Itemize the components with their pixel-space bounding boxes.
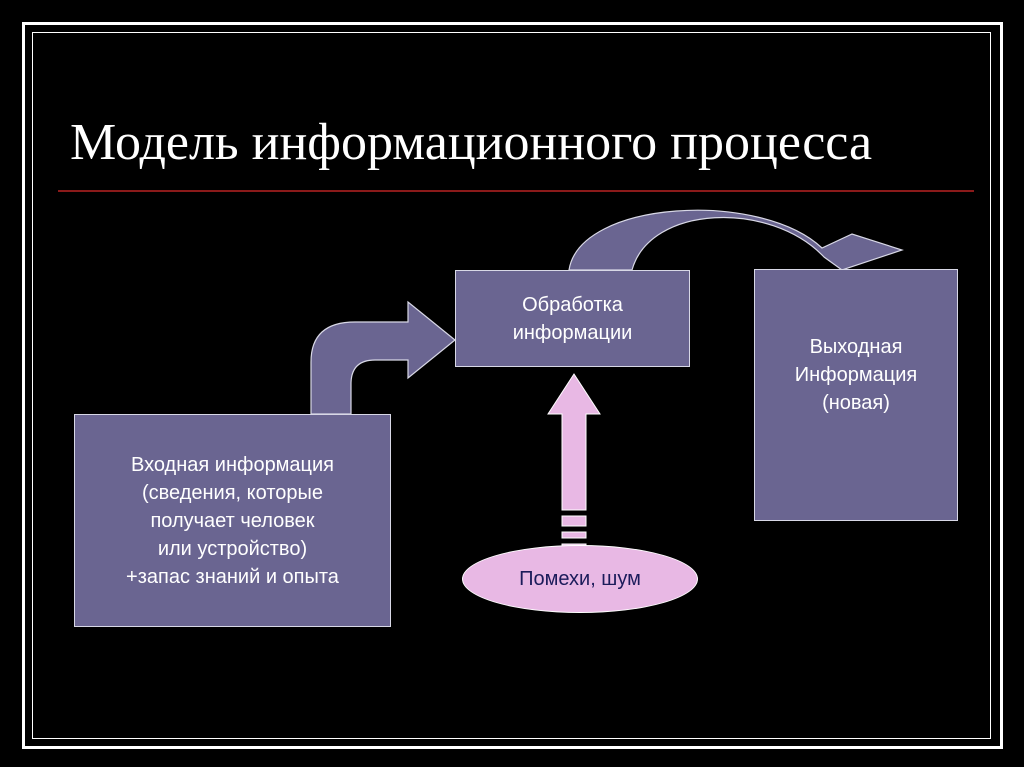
noise-text: Помехи, шум	[519, 567, 641, 590]
noise-to-process-arrow	[547, 373, 601, 549]
slide-outer-frame	[22, 22, 1003, 749]
process-to-output-arrow	[568, 209, 904, 271]
input-information-text: Входная информация (сведения, которые по…	[126, 453, 339, 588]
slide-title: Модель информационного процесса	[70, 114, 873, 171]
output-information-text: Выходная Информация (новая)	[794, 336, 918, 414]
title-divider	[58, 190, 974, 192]
noise-ellipse: Помехи, шум	[462, 545, 698, 613]
input-to-process-arrow	[310, 300, 456, 415]
input-information-box: Входная информация (сведения, которые по…	[74, 414, 391, 627]
output-information-box: Выходная Информация (новая)	[754, 269, 958, 521]
information-processing-text: Обработка информации	[512, 293, 633, 344]
information-processing-box: Обработка информации	[455, 270, 690, 367]
slide-inner-frame	[32, 32, 991, 739]
